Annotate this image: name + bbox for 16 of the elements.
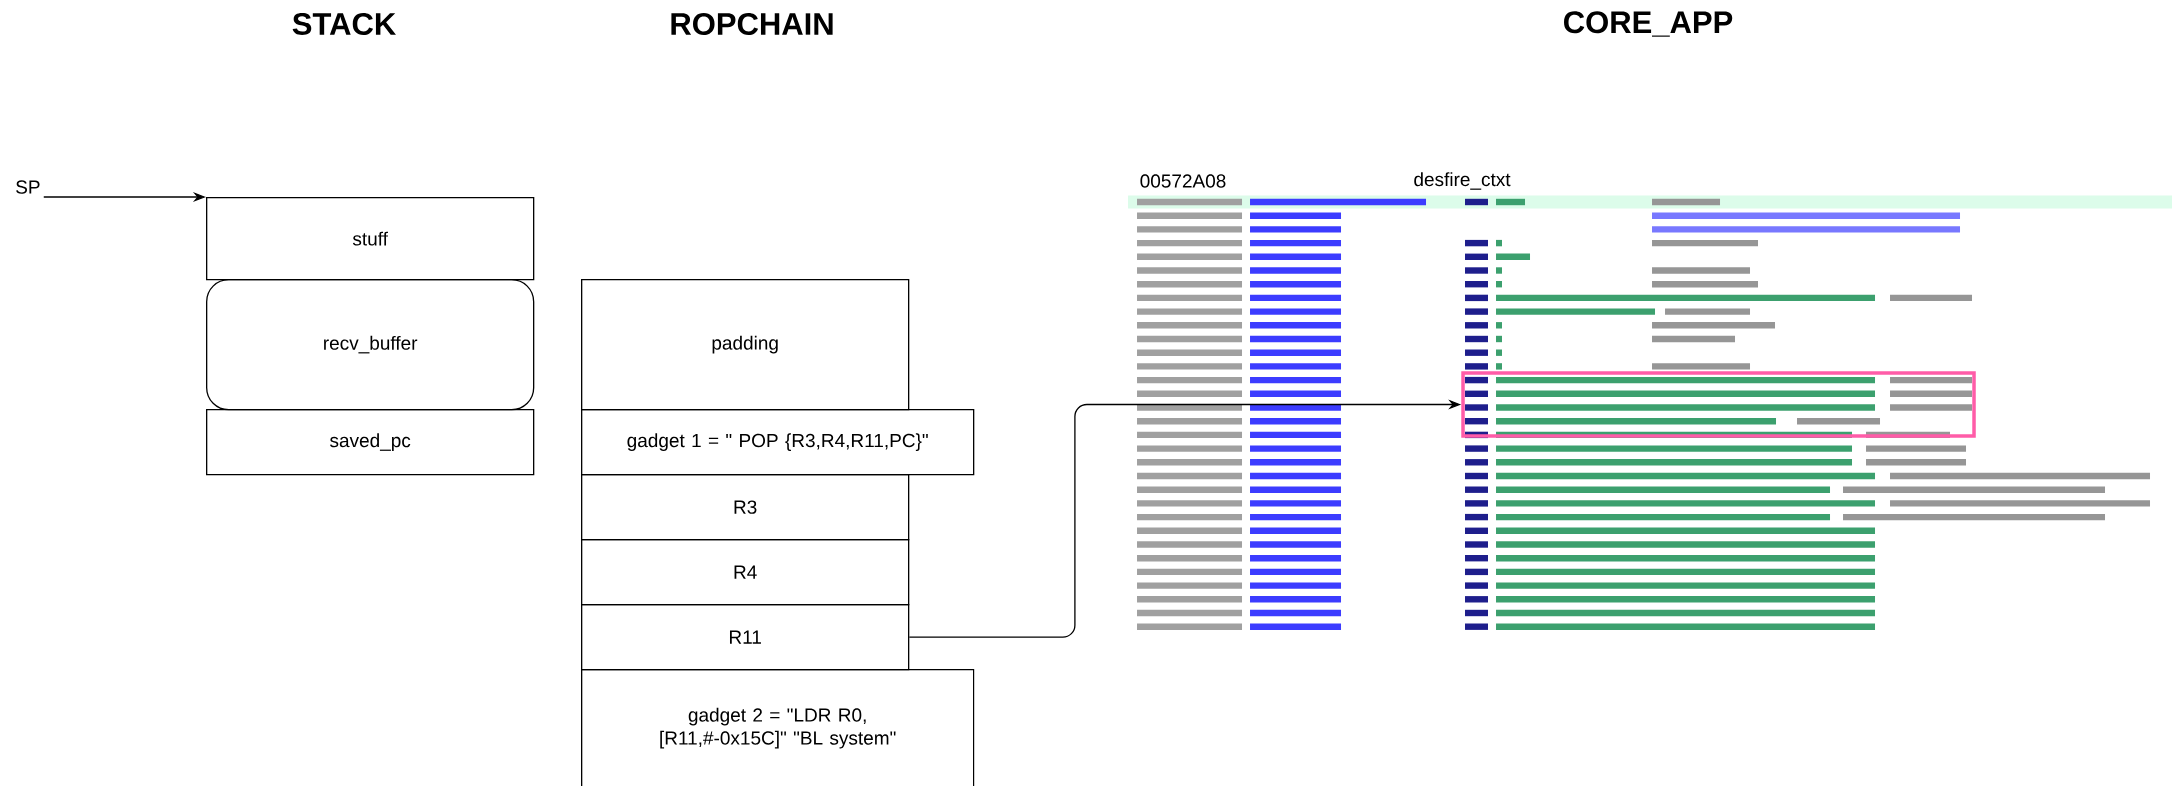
ropchain-slot: R3 bbox=[581, 474, 910, 541]
column-heading: STACK bbox=[292, 13, 396, 35]
ropchain-slot: R4 bbox=[581, 539, 910, 606]
highlight-box bbox=[1461, 371, 1976, 438]
ropchain-slot: gadget 2 = "LDR R0, [R11,#-0x15C]" "BL system" bbox=[581, 669, 975, 786]
ropchain-slot: padding bbox=[581, 279, 910, 411]
column-heading: ROPCHAIN bbox=[671, 13, 833, 35]
symbol-label: desfire_ctxt bbox=[1414, 172, 1511, 190]
ropchain-slot: gadget 1 = " POP {R3,R4,R11,PC}" bbox=[581, 409, 975, 476]
pointer-label: SP bbox=[16, 180, 40, 194]
stack-slot: saved_pc bbox=[206, 409, 535, 476]
address-label: 00572A08 bbox=[1140, 174, 1226, 188]
stack-slot: stuff bbox=[206, 197, 535, 281]
ropchain-slot: R11 bbox=[581, 604, 910, 671]
stack-slot: recv_buffer bbox=[206, 279, 535, 411]
column-heading: CORE_APP bbox=[1564, 11, 1733, 37]
